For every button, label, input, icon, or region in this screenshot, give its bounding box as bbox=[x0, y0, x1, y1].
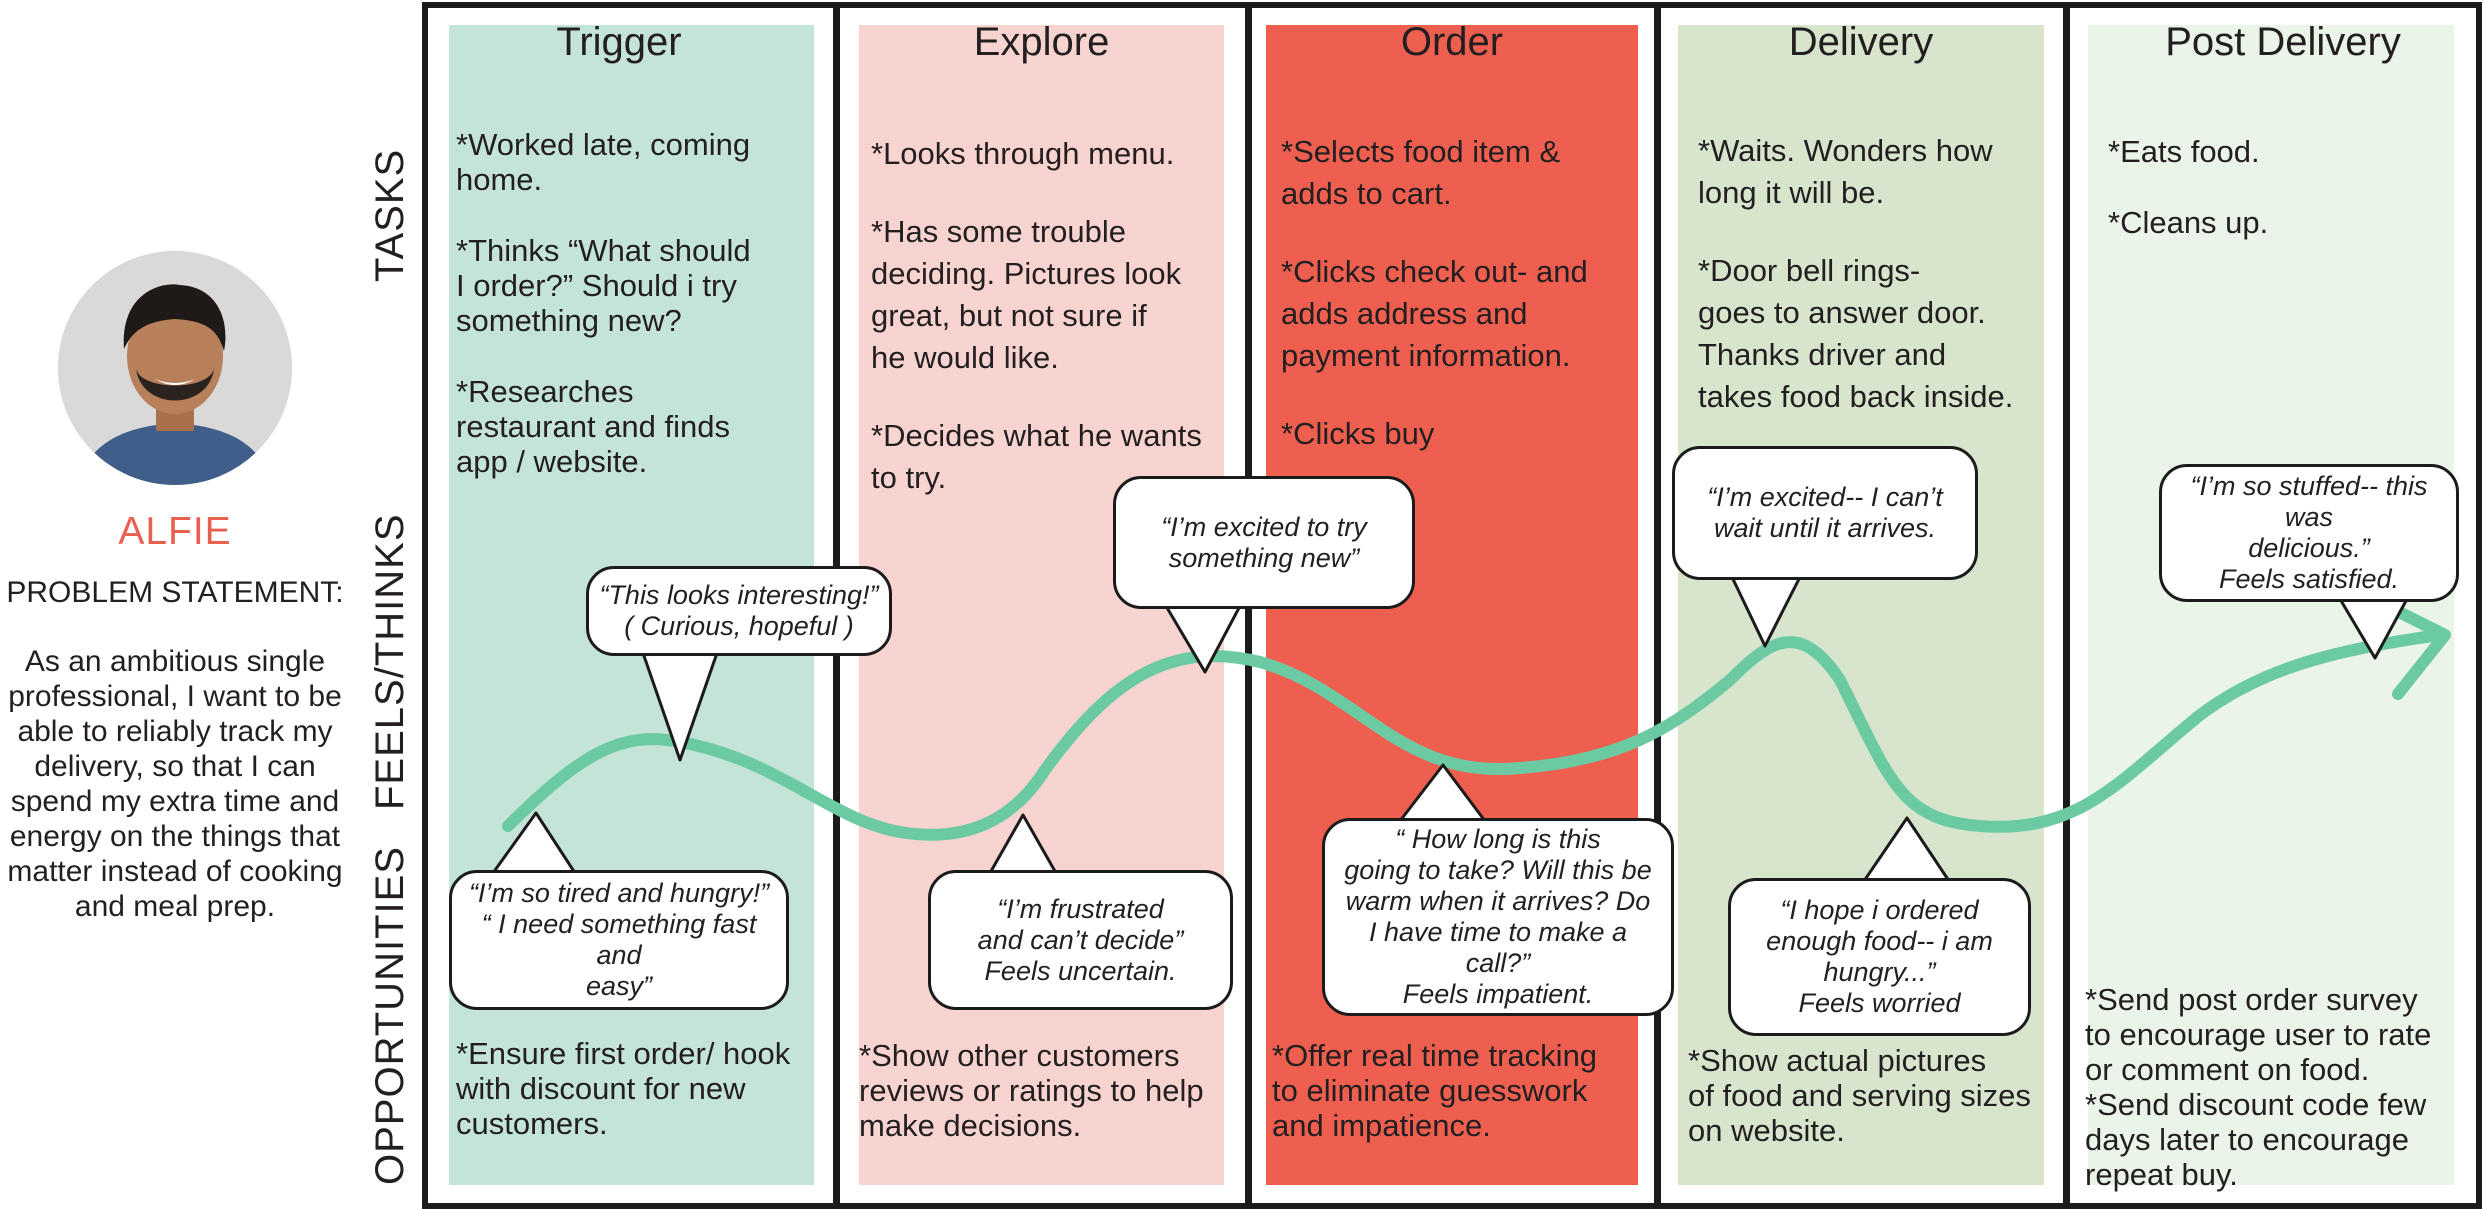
feeling-bubble-impatient: “ How long is this going to take? Will t… bbox=[1322, 818, 1674, 1016]
task-item: *Selects food item & adds to cart. bbox=[1281, 134, 1561, 211]
row-label-feels-thinks: FEELS/THINKS bbox=[368, 513, 412, 810]
task-item: *Clicks check out- and adds address and … bbox=[1281, 254, 1588, 373]
tasks-explore: *Looks through menu. *Has some trouble d… bbox=[871, 133, 1231, 535]
tasks-trigger: *Worked late, coming home. *Thinks “What… bbox=[456, 127, 816, 515]
journey-map-frame bbox=[422, 2, 2482, 1209]
task-item: *Researches restaurant and finds app / w… bbox=[456, 374, 731, 479]
feeling-bubble-frustrated: “I’m frustrated and can’t decide” Feels … bbox=[928, 870, 1233, 1010]
tasks-post-delivery: *Eats food. *Cleans up. bbox=[2108, 134, 2468, 276]
persona-avatar bbox=[58, 251, 292, 485]
task-item: *Decides what he wants to try. bbox=[871, 418, 1202, 495]
stage-title-delivery: Delivery bbox=[1788, 20, 1934, 64]
task-item: *Thinks “What should I order?” Should i … bbox=[456, 233, 751, 338]
stage-title-trigger: Trigger bbox=[556, 20, 682, 64]
opportunity-explore: *Show other customers reviews or ratings… bbox=[859, 1038, 1204, 1143]
tasks-order: *Selects food item & adds to cart. *Clic… bbox=[1281, 131, 1641, 491]
problem-statement-heading: PROBLEM STATEMENT: bbox=[6, 576, 344, 609]
task-item: *Has some trouble deciding. Pictures loo… bbox=[871, 214, 1182, 375]
persona-name: ALFIE bbox=[118, 510, 232, 553]
tasks-delivery: *Waits. Wonders how long it will be. *Do… bbox=[1698, 130, 2058, 454]
feeling-bubble-interesting: “This looks interesting!” ( Curious, hop… bbox=[586, 566, 892, 656]
opportunity-order: *Offer real time tracking to eliminate g… bbox=[1272, 1038, 1598, 1143]
feeling-bubble-excited-try: “I’m excited to try something new” bbox=[1113, 476, 1415, 609]
feeling-bubble-worried: “I hope i ordered enough food-- i am hun… bbox=[1728, 878, 2031, 1036]
column-divider bbox=[1654, 2, 1661, 1203]
feeling-bubble-stuffed: “I’m so stuffed-- this was delicious.” F… bbox=[2159, 464, 2459, 602]
stage-title-post-delivery: Post Delivery bbox=[2165, 20, 2401, 64]
task-item: *Eats food. bbox=[2108, 134, 2260, 169]
task-item: *Looks through menu. bbox=[871, 136, 1175, 171]
opportunity-post-delivery: *Send post order survey to encourage use… bbox=[2085, 982, 2432, 1192]
task-item: *Cleans up. bbox=[2108, 205, 2269, 240]
stage-title-order: Order bbox=[1400, 20, 1504, 64]
problem-statement-text: As an ambitious single professional, I w… bbox=[7, 645, 343, 923]
row-label-opportunities: OPPORTUNITIES bbox=[368, 846, 412, 1185]
task-item: *Door bell rings- goes to answer door. T… bbox=[1698, 253, 2014, 414]
task-item: *Clicks buy bbox=[1281, 416, 1435, 451]
feeling-bubble-tired-hungry: “I’m so tired and hungry!” “ I need some… bbox=[449, 870, 789, 1010]
stage-title-explore: Explore bbox=[973, 20, 1110, 64]
opportunity-trigger: *Ensure first order/ hook with discount … bbox=[456, 1036, 791, 1141]
opportunity-delivery: *Show actual pictures of food and servin… bbox=[1688, 1043, 2031, 1148]
column-divider bbox=[2063, 2, 2070, 1203]
task-item: *Worked late, coming home. bbox=[456, 127, 751, 197]
row-label-tasks: TASKS bbox=[368, 148, 412, 282]
task-item: *Waits. Wonders how long it will be. bbox=[1698, 133, 1993, 210]
feeling-bubble-excited-arrive: “I’m excited-- I can’t wait until it arr… bbox=[1672, 446, 1978, 580]
